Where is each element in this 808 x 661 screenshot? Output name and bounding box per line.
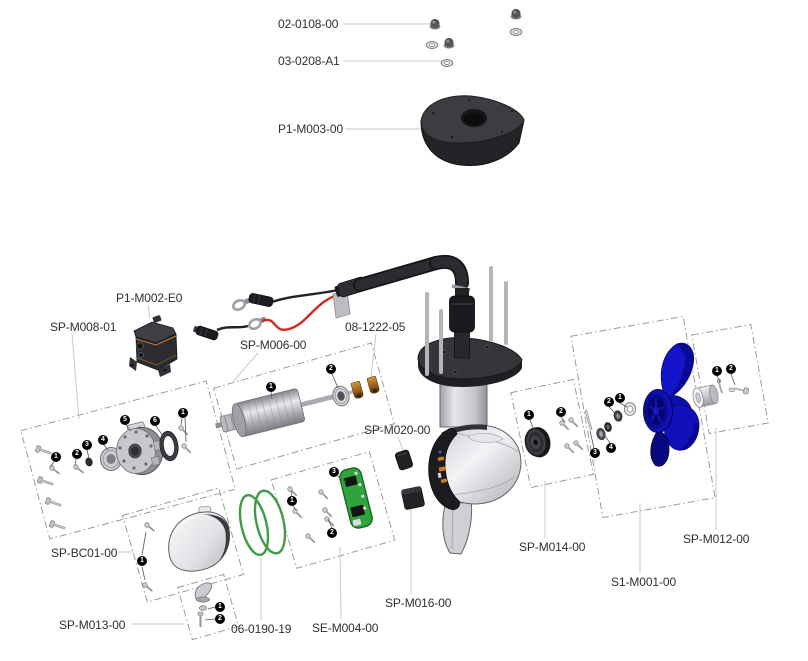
badge-sp-m012-00-item-2: 2 [726, 364, 736, 374]
armature-group [215, 373, 362, 438]
anode-part-group [194, 582, 216, 627]
nosecone-group [140, 506, 230, 592]
box-sp-m012-00 [691, 323, 769, 435]
part-label-sp-m012-00: SP-M012-00 [683, 532, 750, 546]
badge-sp-m008-01-item-1: 1 [51, 452, 61, 462]
part-label-sp-m016-00: SP-M016-00 [385, 596, 452, 610]
part-label-02-0108-00: 02-0108-00 [278, 17, 339, 31]
part-label-sp-m014-00: SP-M014-00 [519, 540, 586, 554]
propeller-part [643, 342, 700, 467]
bullet-connector [193, 325, 219, 341]
part-label-08-1222-05: 08-1222-05 [345, 320, 406, 334]
brush-endcap [428, 427, 460, 510]
brush-pair [350, 375, 380, 399]
part-label-sp-m006-00: SP-M006-00 [240, 338, 307, 352]
shaft-tube [334, 255, 475, 359]
part-label-03-0208-a1: 03-0208-A1 [278, 54, 340, 68]
prop-cover-group [524, 416, 586, 458]
badge-se-m004-00-item-1: 1 [287, 496, 297, 506]
ring-terminal [248, 316, 267, 331]
prop-hardware-group [584, 402, 637, 449]
badge-sp-m012-00-item-1: 1 [712, 366, 722, 376]
badge-s1-m001-00-item-2: 2 [604, 397, 614, 407]
badge-sp-m013-00-item-1: 1 [215, 602, 225, 612]
badge-se-m004-00-item-3: 3 [329, 467, 339, 477]
badge-s1-m001-00-item-1: 1 [615, 393, 625, 403]
part-label-sp-m008-01: SP-M008-01 [50, 320, 117, 334]
bearing-part [332, 385, 350, 407]
part-label-sp-m013-00: SP-M013-00 [59, 618, 126, 632]
mounting-plate [417, 337, 523, 387]
badge-sp-m013-00-item-2: 2 [215, 614, 225, 624]
badge-sp-m014-00-item-2: 2 [556, 407, 566, 417]
box-sp-m014-00 [510, 378, 595, 489]
nose-cone [168, 506, 230, 572]
badge-se-m004-00-item-2: 2 [327, 528, 337, 538]
badge-sp-bc01-00-item-1: 1 [137, 556, 147, 566]
motor-assembly [334, 255, 523, 555]
badge-sp-m006-00-item-1: 1 [266, 382, 276, 392]
badge-pointer-lines [49, 417, 187, 468]
box-sp-m008-01 [20, 380, 236, 540]
badge-sp-m008-01-item-2: 2 [72, 449, 82, 459]
part-label-p1-m002-e0: P1-M002-E0 [116, 291, 183, 305]
badge-s1-m001-00-item-3: 3 [590, 448, 600, 458]
pcb-group [285, 467, 373, 544]
box-sp-bc01-00 [121, 487, 245, 603]
head-cap-part [420, 95, 525, 167]
controller-part [129, 315, 178, 377]
endcap-parts-group [33, 417, 194, 533]
oring-pair [238, 489, 287, 557]
badge-sp-m008-01-item-6: 6 [150, 416, 160, 426]
part-label-sp-m020-00: SP-M020-00 [364, 423, 431, 437]
power-wires [193, 288, 351, 341]
body-seam-band [441, 424, 487, 437]
motor-endcap-part [116, 421, 164, 475]
part-label-sp-bc01-00: SP-BC01-00 [51, 546, 118, 560]
leader-lines [71, 23, 717, 625]
badge-sp-m014-00-item-1: 1 [524, 410, 534, 420]
badge-sp-m008-01-item-4: 4 [98, 435, 108, 445]
badge-s1-m001-00-item-4: 4 [606, 443, 616, 453]
part-label-s1-m001-00: S1-M001-00 [611, 575, 677, 589]
part-label-se-m004-00: SE-M004-00 [312, 621, 379, 635]
damper-part-small [394, 449, 414, 471]
circuit-board [339, 467, 373, 529]
part-label-06-0190-19: 06-0190-19 [231, 622, 292, 636]
spacer-hardware-group [692, 373, 749, 408]
box-se-m004-00 [270, 451, 396, 569]
ring-terminal [231, 298, 251, 311]
badge-sp-m008-01-item-5: 5 [120, 415, 130, 425]
top-fasteners-group [425, 8, 523, 67]
badge-sp-m008-01-item-1b: 1 [178, 408, 188, 418]
motor-studs [425, 266, 508, 376]
badge-sp-m006-00-item-2: 2 [326, 364, 336, 374]
damper-part-large [401, 486, 425, 510]
bullet-connector [248, 293, 274, 307]
badge-sp-m008-01-item-3: 3 [82, 440, 92, 450]
gasket-ring-part [159, 430, 179, 462]
part-label-p1-m003-00: P1-M003-00 [278, 122, 344, 136]
